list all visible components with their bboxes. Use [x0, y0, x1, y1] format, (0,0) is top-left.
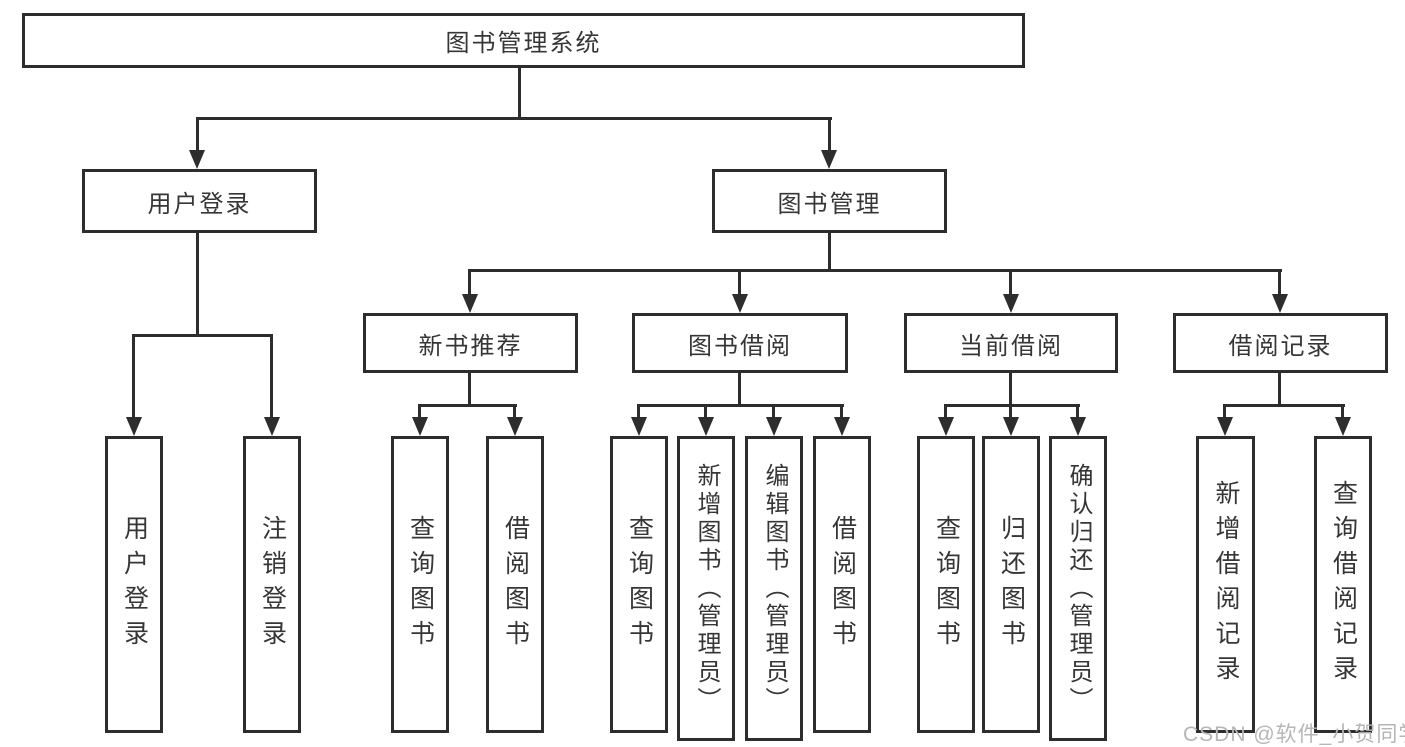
leaf-records-query-record: 查询借阅记录	[1314, 436, 1372, 733]
leaf-borrowing-borrow-books-label: 借阅图书	[828, 514, 857, 655]
connector-line	[1223, 404, 1345, 407]
node-root-label: 图书管理系统	[445, 30, 602, 57]
node-user-login-label: 用户登录	[147, 190, 252, 218]
arrowhead-down-icon	[1217, 417, 1233, 436]
leaf-borrowing-borrow-books: 借阅图书	[813, 436, 871, 733]
connector-line	[1341, 404, 1344, 420]
arrowhead-down-icon	[938, 417, 954, 436]
connector-line	[270, 334, 273, 420]
leaf-current-return-books-label: 归还图书	[997, 514, 1026, 655]
arrowhead-down-icon	[264, 417, 280, 436]
node-new-book-recommend: 新书推荐	[363, 313, 578, 373]
connector-line	[1009, 373, 1012, 407]
arrowhead-down-icon	[412, 417, 428, 436]
leaf-records-add-record-label: 新增借阅记录	[1212, 479, 1240, 690]
leaf-records-add-record: 新增借阅记录	[1196, 436, 1255, 733]
connector-line	[772, 404, 775, 420]
leaf-current-confirm-return-admin: 确认归还（管理员）	[1049, 436, 1107, 741]
node-current-borrowing-label: 当前借阅	[959, 332, 1063, 360]
connector-line	[132, 334, 135, 420]
connector-line	[738, 269, 741, 297]
arrowhead-down-icon	[732, 294, 748, 313]
leaf-borrowing-add-books-admin-label: 新增图书（管理员）	[693, 462, 720, 715]
connector-line	[637, 404, 640, 420]
leaf-logout-label: 注销登录	[258, 514, 287, 655]
leaf-current-query-books: 查询图书	[917, 436, 975, 733]
leaf-user-login-label: 用户登录	[120, 514, 149, 655]
connector-line	[738, 373, 741, 407]
connector-line	[132, 334, 273, 337]
arrowhead-down-icon	[821, 150, 837, 169]
arrowhead-down-icon	[126, 417, 142, 436]
node-borrow-records-label: 借阅记录	[1228, 332, 1333, 360]
arrowhead-down-icon	[1003, 417, 1019, 436]
arrowhead-down-icon	[1003, 294, 1019, 313]
arrowhead-down-icon	[834, 417, 850, 436]
connector-line	[513, 404, 516, 420]
connector-line	[468, 269, 1282, 272]
arrowhead-down-icon	[189, 150, 205, 169]
node-book-management: 图书管理	[712, 169, 947, 233]
connector-line	[944, 404, 1080, 407]
arrowhead-down-icon	[1070, 417, 1086, 436]
node-book-borrowing-label: 图书借阅	[688, 332, 792, 360]
node-book-management-label: 图书管理	[777, 190, 882, 218]
connector-line	[637, 404, 844, 407]
connector-line	[196, 117, 199, 155]
connector-line	[704, 404, 707, 420]
node-user-login: 用户登录	[82, 169, 317, 233]
leaf-records-query-record-label: 查询借阅记录	[1329, 479, 1358, 690]
csdn-watermark: CSDN @软件_小贺同学	[1183, 723, 1405, 746]
leaf-borrowing-query-books: 查询图书	[610, 436, 668, 733]
leaf-newbook-query-books-label: 查询图书	[406, 514, 435, 655]
arrowhead-down-icon	[507, 417, 523, 436]
node-book-borrowing: 图书借阅	[632, 313, 848, 373]
leaf-user-login: 用户登录	[105, 436, 163, 733]
connector-line	[468, 269, 471, 297]
connector-line	[1076, 404, 1079, 420]
connector-line	[1009, 269, 1012, 297]
connector-line	[1278, 269, 1281, 297]
connector-line	[1223, 404, 1226, 420]
arrowhead-down-icon	[766, 417, 782, 436]
leaf-newbook-borrow-books: 借阅图书	[486, 436, 544, 733]
connector-line	[828, 117, 831, 155]
leaf-current-return-books: 归还图书	[982, 436, 1040, 733]
leaf-borrowing-edit-books-admin: 编辑图书（管理员）	[745, 436, 803, 741]
connector-line	[418, 404, 421, 420]
connector-line	[1009, 404, 1012, 420]
arrowhead-down-icon	[631, 417, 647, 436]
leaf-borrowing-add-books-admin: 新增图书（管理员）	[677, 436, 735, 741]
connector-line	[418, 404, 517, 407]
leaf-current-confirm-return-admin-label: 确认归还（管理员）	[1065, 462, 1092, 715]
arrowhead-down-icon	[698, 417, 714, 436]
connector-line	[828, 233, 831, 272]
leaf-logout: 注销登录	[243, 436, 301, 733]
connector-line	[1278, 373, 1281, 407]
connector-line	[840, 404, 843, 420]
leaf-current-query-books-label: 查询图书	[932, 514, 961, 655]
leaf-newbook-query-books: 查询图书	[391, 436, 449, 733]
connector-line	[196, 117, 832, 120]
node-borrow-records: 借阅记录	[1173, 313, 1388, 373]
leaf-borrowing-edit-books-admin-label: 编辑图书（管理员）	[761, 462, 788, 715]
node-new-book-recommend-label: 新书推荐	[418, 332, 523, 360]
node-root-system: 图书管理系统	[22, 13, 1025, 68]
arrowhead-down-icon	[462, 294, 478, 313]
connector-line	[518, 68, 521, 120]
leaf-borrowing-query-books-label: 查询图书	[625, 514, 654, 655]
leaf-newbook-borrow-books-label: 借阅图书	[501, 514, 530, 655]
connector-line	[944, 404, 947, 420]
arrowhead-down-icon	[1335, 417, 1351, 436]
connector-line	[468, 373, 471, 407]
arrowhead-down-icon	[1272, 294, 1288, 313]
connector-line	[196, 233, 199, 337]
node-current-borrowing: 当前借阅	[904, 313, 1118, 373]
